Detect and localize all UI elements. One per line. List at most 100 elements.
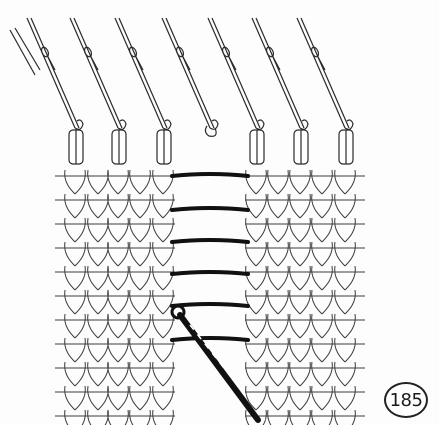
knit-stitch xyxy=(153,362,174,386)
knit-stitch xyxy=(153,338,174,362)
knit-stitch xyxy=(312,362,333,386)
knit-stitch xyxy=(108,194,129,218)
knit-stitch xyxy=(108,218,129,242)
knit-stitch xyxy=(108,266,129,290)
knit-stitch xyxy=(88,314,109,338)
knit-stitch xyxy=(335,410,356,425)
knit-stitch xyxy=(88,290,109,314)
knit-stitch xyxy=(88,338,109,362)
knit-stitch xyxy=(153,218,174,242)
needle xyxy=(208,18,264,129)
needle xyxy=(297,18,353,129)
crochet-hook xyxy=(172,306,265,420)
knit-stitch xyxy=(153,314,174,338)
knit-stitch xyxy=(268,266,289,290)
knit-stitch xyxy=(246,194,267,218)
knit-stitch xyxy=(290,218,311,242)
knit-stitch xyxy=(312,314,333,338)
knit-stitch xyxy=(153,386,174,410)
knit-stitch xyxy=(88,194,109,218)
knit-stitch xyxy=(130,170,151,194)
knit-stitch xyxy=(65,314,86,338)
knit-stitch xyxy=(290,338,311,362)
knit-stitch xyxy=(246,242,267,266)
knit-stitch xyxy=(108,242,129,266)
needle xyxy=(15,28,40,70)
knit-stitch xyxy=(130,242,151,266)
knit-stitch xyxy=(65,266,86,290)
knit-stitch xyxy=(130,218,151,242)
knit-stitch xyxy=(290,194,311,218)
knit-stitch xyxy=(268,218,289,242)
knit-stitch xyxy=(246,170,267,194)
needle-hook xyxy=(205,126,216,136)
knit-stitch xyxy=(153,290,174,314)
knit-stitch xyxy=(65,290,86,314)
needle xyxy=(252,18,308,129)
knit-stitch xyxy=(268,362,289,386)
knit-stitch xyxy=(65,386,86,410)
knit-stitch xyxy=(65,338,86,362)
knit-stitch xyxy=(65,194,86,218)
knit-stitch xyxy=(312,242,333,266)
knit-stitch xyxy=(335,290,356,314)
knit-stitch xyxy=(65,218,86,242)
knit-stitch xyxy=(335,266,356,290)
knit-stitch xyxy=(153,170,174,194)
needle xyxy=(27,18,83,129)
knit-stitch xyxy=(65,242,86,266)
knit-stitch xyxy=(65,362,86,386)
knit-stitch xyxy=(312,338,333,362)
ladder-bar xyxy=(172,240,248,242)
knit-stitch xyxy=(88,410,109,425)
knit-stitch xyxy=(108,362,129,386)
knit-stitch xyxy=(290,314,311,338)
needle-loops xyxy=(69,130,353,164)
ladder-bar xyxy=(172,272,248,274)
knit-stitch xyxy=(88,170,109,194)
knit-stitch xyxy=(312,218,333,242)
knit-stitch xyxy=(335,170,356,194)
knit-stitch xyxy=(312,266,333,290)
ladder-bar xyxy=(172,208,248,210)
knit-stitch xyxy=(65,170,86,194)
knit-stitch xyxy=(290,362,311,386)
knit-stitch xyxy=(88,218,109,242)
knit-stitch xyxy=(108,170,129,194)
knit-stitch xyxy=(88,386,109,410)
knit-stitch xyxy=(108,410,129,425)
knit-stitch xyxy=(312,290,333,314)
knit-stitch xyxy=(268,242,289,266)
knit-stitch xyxy=(290,386,311,410)
knit-stitch xyxy=(130,314,151,338)
knitting-needles xyxy=(10,18,353,136)
knit-stitch xyxy=(290,266,311,290)
knit-stitch xyxy=(153,266,174,290)
knit-stitch xyxy=(130,338,151,362)
knit-stitch xyxy=(130,194,151,218)
knit-stitch xyxy=(312,386,333,410)
knit-stitch xyxy=(290,242,311,266)
knit-stitch xyxy=(65,410,86,425)
knit-stitch xyxy=(312,410,333,425)
knit-stitch xyxy=(268,290,289,314)
knit-stitch xyxy=(88,362,109,386)
needle xyxy=(10,30,35,75)
ladder-bar xyxy=(172,174,248,176)
knit-stitch xyxy=(130,290,151,314)
knit-stitch xyxy=(268,338,289,362)
knit-stitch xyxy=(335,362,356,386)
knit-stitch xyxy=(108,290,129,314)
knit-stitch xyxy=(335,242,356,266)
knit-stitch xyxy=(246,290,267,314)
knit-stitch xyxy=(335,314,356,338)
knit-stitch xyxy=(268,314,289,338)
knit-stitch xyxy=(290,290,311,314)
knit-stitch xyxy=(268,386,289,410)
needle xyxy=(162,18,218,129)
ladder-bar xyxy=(172,338,248,340)
knit-stitch xyxy=(312,194,333,218)
knit-stitch xyxy=(130,386,151,410)
knit-stitch xyxy=(153,194,174,218)
needle xyxy=(70,18,126,129)
